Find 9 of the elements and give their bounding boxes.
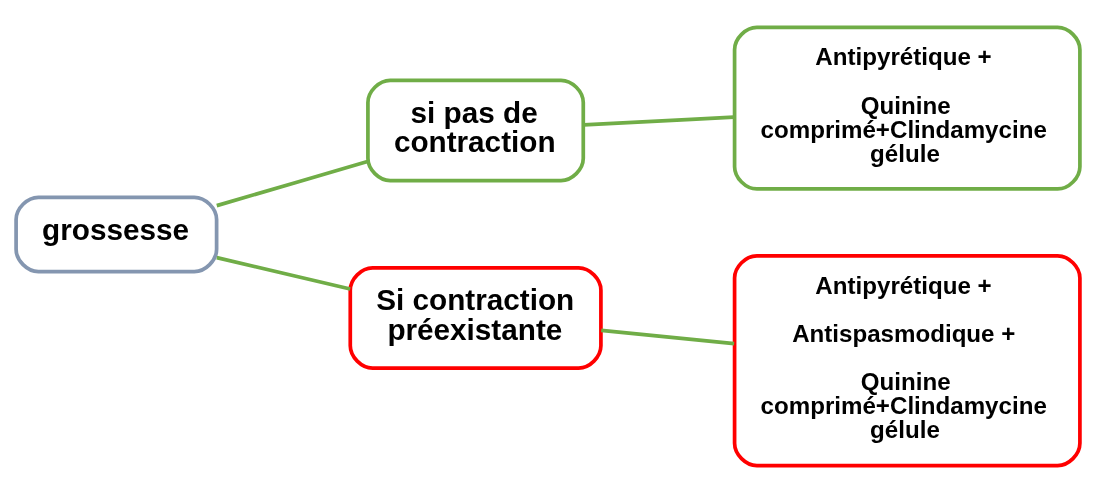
node-box: Si contraction préexistante	[348, 266, 603, 370]
connector	[216, 159, 369, 208]
node-box: grossesse	[14, 195, 219, 274]
connector	[583, 115, 734, 127]
node-box: si pas de contraction	[366, 78, 586, 183]
connector	[216, 255, 351, 291]
connector	[601, 328, 735, 346]
node-box: Antipyrétique + Quinine comprimé+Clindamycine gélule	[732, 25, 1082, 191]
node-box: Antipyrétique + Antispasmodique + Quinine comprimé+Clindamycine gélule	[732, 253, 1082, 468]
